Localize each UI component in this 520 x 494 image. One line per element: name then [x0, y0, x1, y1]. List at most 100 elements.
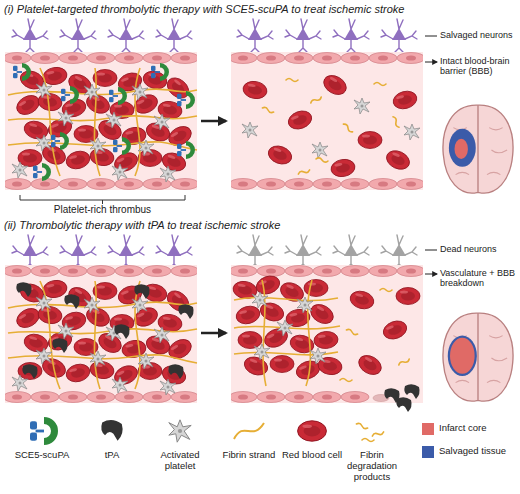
illustration-part	[342, 123, 353, 133]
legend-label: Activated platelet	[147, 450, 213, 472]
illustration-part	[60, 19, 96, 52]
illustration-part	[356, 423, 368, 430]
legend-label: Red blood cell	[281, 450, 343, 461]
sce5-scupa-molecules	[13, 63, 195, 181]
illustration-part	[237, 19, 273, 52]
blood-vessel	[3, 265, 227, 403]
illustration-part	[60, 235, 96, 268]
brain-schematic	[443, 105, 513, 193]
bracket	[20, 195, 185, 204]
illustration-part	[449, 129, 476, 167]
illustration-part	[108, 19, 144, 52]
illustration-part	[234, 280, 340, 386]
illustration-part	[177, 141, 195, 159]
legend-swatch	[422, 446, 434, 458]
illustration-part	[277, 320, 293, 336]
illustration-part	[381, 19, 417, 52]
illustration-part	[384, 147, 413, 173]
illustration-part	[285, 19, 321, 52]
illustration-part	[372, 431, 384, 438]
illustration-part	[12, 19, 48, 52]
illustration-part	[310, 96, 322, 105]
illustration-part	[237, 235, 273, 268]
transition-arrow	[201, 332, 226, 335]
illustration-part	[358, 132, 382, 149]
illustration-part	[312, 142, 328, 158]
illustration-part	[374, 83, 386, 86]
damaged-vessel	[229, 265, 453, 403]
illustration-part	[404, 384, 419, 399]
illustration-part	[380, 289, 392, 292]
illustration-part	[391, 89, 419, 112]
illustration-part	[298, 169, 310, 176]
illustration-part	[134, 284, 149, 299]
legend-label: Salvaged tissue	[439, 446, 519, 457]
illustration-part	[254, 273, 282, 297]
illustration-part	[168, 364, 183, 379]
brain-schematic	[443, 313, 513, 401]
illustration-part	[237, 235, 417, 268]
illustration-part	[252, 292, 268, 308]
illustration-part	[396, 288, 420, 305]
illustration-part	[22, 364, 37, 379]
neuron-row	[12, 19, 417, 52]
illustration-part	[404, 124, 420, 140]
illustration-part	[238, 332, 262, 349]
illustration-part	[333, 235, 369, 268]
illustration-part	[177, 91, 195, 109]
illustration-part	[12, 235, 48, 268]
leaking-tpa	[384, 384, 419, 412]
illustration-part	[448, 336, 477, 376]
blood-vessel	[229, 52, 453, 190]
illustration-part	[348, 289, 376, 312]
illustration-part	[30, 417, 58, 445]
illustration-part	[398, 358, 410, 367]
illustration-part	[114, 324, 129, 339]
legend-label: Fibrin degradation products	[338, 450, 406, 483]
transition-arrow	[201, 120, 226, 123]
callout-label: Intact blood-brain barrier (BBB)	[440, 56, 520, 77]
callout-label: Vasculature + BBB breakdown	[440, 268, 520, 289]
illustration-part	[396, 397, 411, 412]
panel-heading: (ii) Thrombolytic therapy with tPA to tr…	[4, 219, 518, 232]
illustration-part	[354, 98, 370, 114]
illustration-part	[340, 379, 352, 382]
illustration-part	[286, 79, 298, 82]
tpa-molecules	[16, 282, 193, 379]
illustration-part	[101, 420, 122, 441]
illustration-part	[234, 423, 264, 439]
illustration-part	[178, 304, 193, 319]
thrombus	[8, 66, 197, 182]
illustration-part	[285, 235, 321, 268]
leader-arrow	[425, 36, 437, 62]
legend-label: tPA	[87, 450, 137, 461]
legend-label: SCE5-scuPA	[9, 450, 75, 461]
illustration-part	[33, 163, 51, 181]
illustration-part	[109, 87, 127, 105]
illustration-part	[156, 19, 192, 52]
illustration-part	[108, 235, 144, 268]
illustration-part	[13, 63, 31, 81]
illustration-part	[266, 143, 294, 167]
illustration-part	[313, 330, 338, 349]
illustration-part	[169, 420, 191, 442]
illustration-part	[310, 348, 326, 364]
illustration-part	[443, 313, 513, 401]
illustration-part	[156, 235, 192, 268]
illustration-part	[297, 297, 313, 313]
residual-thrombus	[232, 273, 420, 386]
illustration-part	[242, 122, 258, 138]
illustration-part	[51, 132, 69, 150]
illustration-part	[262, 107, 274, 114]
illustration-part	[443, 105, 513, 193]
illustration-part	[298, 421, 327, 441]
illustration-part	[113, 137, 131, 155]
panel-heading: (i) Platelet-targeted thrombolytic thera…	[4, 3, 518, 16]
illustration-part	[254, 344, 270, 360]
blood-vessel	[3, 52, 227, 190]
legend-label: Infarct core	[439, 423, 519, 434]
illustration-part	[242, 80, 269, 101]
callout-label: Salvaged neurons	[440, 30, 520, 40]
thrombus	[8, 279, 197, 395]
illustration-part	[320, 72, 349, 99]
